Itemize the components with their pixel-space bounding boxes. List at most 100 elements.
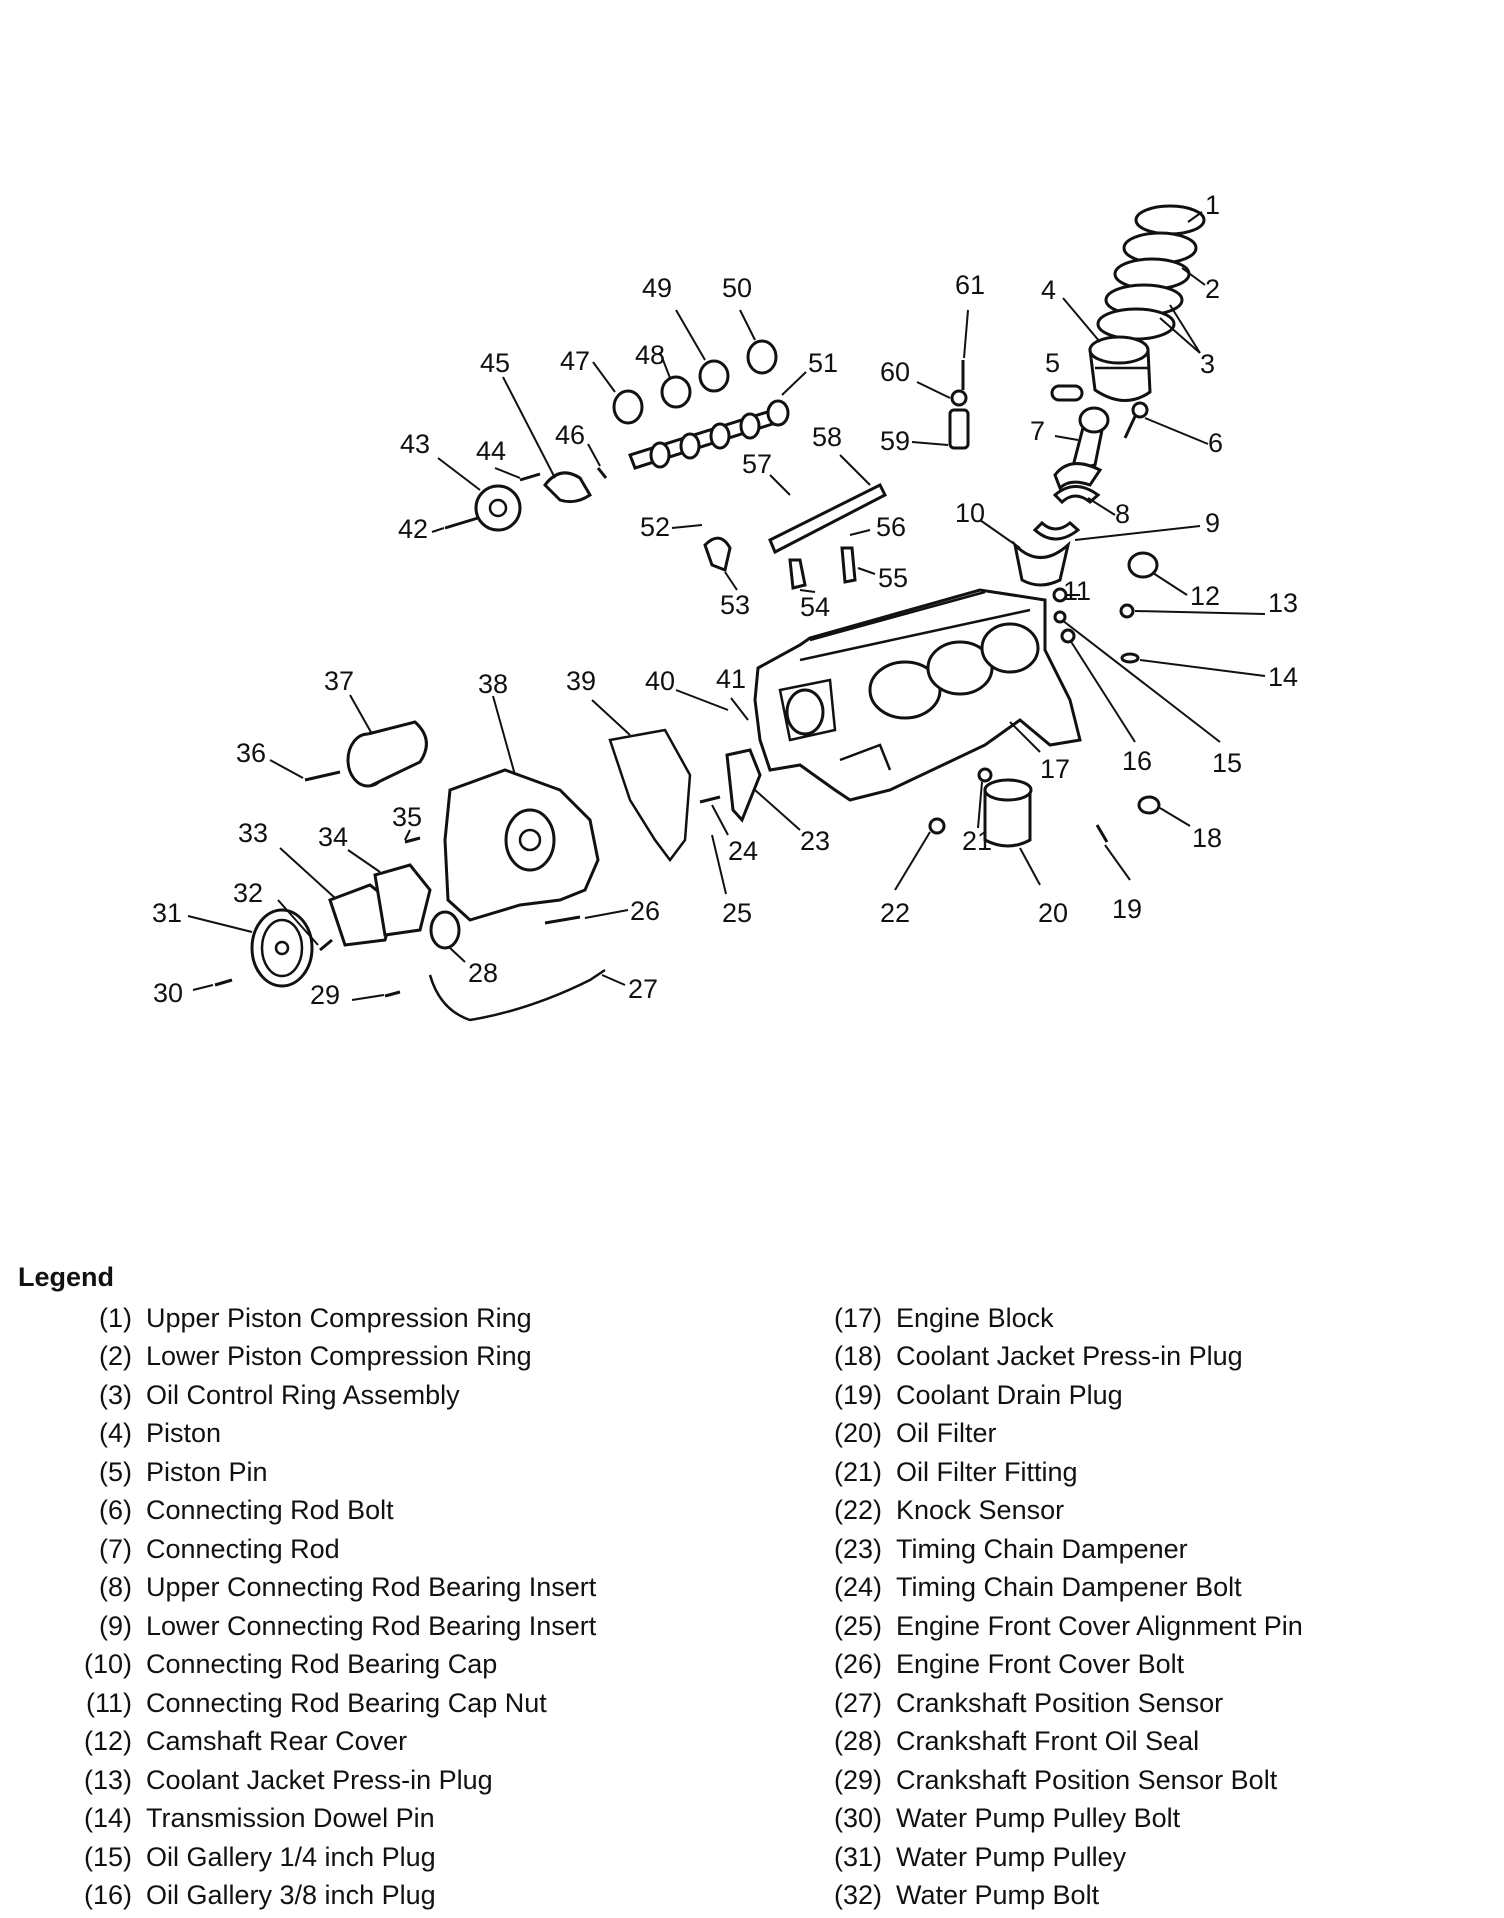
lower-bearing-insert [1032,520,1081,541]
cam-bearing-50 [746,339,778,375]
callout-13: 13 [1268,588,1298,618]
callout-18: 18 [1192,823,1222,853]
crank-sensor-bolt [384,990,401,998]
callout-39: 39 [566,666,596,696]
callout-40: 40 [645,666,675,696]
callout-36: 36 [236,738,266,768]
thrust-plate-bolt [519,472,541,482]
callout-47: 47 [560,346,590,376]
cover-bolt-26 [544,915,581,925]
upper-bearing-insert [1052,485,1101,505]
callout-6: 6 [1208,428,1223,458]
piston-rings [1096,204,1206,341]
legend-item: (15)Oil Gallery 1/4 inch Plug [83,1841,436,1872]
cam-bearing-49 [698,359,730,393]
callout-37: 37 [324,666,354,696]
thrust-plate [543,471,593,504]
legend-item: (20)Oil Filter [833,1418,997,1449]
legend-item: (5)Piston Pin [99,1456,268,1487]
legend-item: (32)Water Pump Bolt [833,1880,1100,1911]
callout-38: 38 [478,669,508,699]
legend-item: (6)Connecting Rod Bolt [99,1495,394,1526]
callout-4: 4 [1041,275,1056,305]
callout-34: 34 [318,822,348,852]
callout-2: 2 [1205,274,1220,304]
callout-12: 12 [1190,581,1220,611]
coolant-drain-plug [1095,824,1109,843]
coolant-plug-13 [1119,603,1135,619]
legend-item: (21)Oil Filter Fitting [833,1456,1078,1487]
callout-19: 19 [1112,894,1142,924]
callout-56: 56 [876,512,906,542]
legend-item: (18)Coolant Jacket Press-in Plug [833,1341,1243,1372]
camshaft [628,399,790,470]
legend-item: (13)Coolant Jacket Press-in Plug [83,1764,493,1795]
callout-5: 5 [1045,348,1060,378]
legend-title: Legend [18,1262,115,1292]
callout-30: 30 [153,978,183,1008]
callout-61: 61 [955,270,985,300]
legend-item: (24)Timing Chain Dampener Bolt [833,1572,1242,1603]
valve-59 [948,408,970,450]
legend-item: (1)Upper Piston Compression Ring [99,1302,532,1333]
washer-60 [950,389,968,407]
legend-item: (28)Crankshaft Front Oil Seal [833,1726,1200,1757]
legend-item: (23)Timing Chain Dampener [833,1533,1188,1564]
callout-44: 44 [476,436,506,466]
callout-22: 22 [880,898,910,928]
callout-17: 17 [1040,754,1070,784]
exploded-engine-diagram: 1 2 3 4 5 6 7 8 9 10 11 12 13 14 15 16 1… [152,190,1298,1022]
callout-27: 27 [628,974,658,1004]
front-cover-gasket [608,728,692,863]
callout-48: 48 [635,340,665,370]
callout-10: 10 [955,498,985,528]
callout-35: 35 [392,802,422,832]
legend-item: (14)Transmission Dowel Pin [83,1803,435,1834]
oil-passage-rail [768,482,888,555]
callout-23: 23 [800,826,830,856]
legend-column-right: (17)Engine Block (18)Coolant Jacket Pres… [818,1299,1303,1915]
timing-chain-dampener [725,748,762,823]
callout-59: 59 [880,426,910,456]
tensioner-bolt [304,770,341,782]
bearing-cap [1012,540,1071,587]
legend-item: (4)Piston [99,1418,222,1449]
legend-item: (2)Lower Piston Compression Ring [99,1341,532,1372]
callout-41: 41 [716,664,746,694]
connecting-rod [1053,406,1110,491]
cover-bolt-35 [404,836,421,844]
pulley-bolt [214,978,233,987]
callout-45: 45 [480,348,510,378]
water-pump-bolt [319,938,333,952]
callout-51: 51 [808,348,838,378]
cam-key [596,467,608,479]
legend-item: (3)Oil Control Ring Assembly [99,1379,460,1410]
callout-31: 31 [152,898,182,928]
callout-labels: 1 2 3 4 5 6 7 8 9 10 11 12 13 14 15 16 1… [152,190,1298,1010]
callout-55: 55 [878,563,908,593]
callout-50: 50 [722,273,752,303]
callout-32: 32 [233,878,263,908]
legend-item: (19)Coolant Drain Plug [833,1379,1123,1410]
crankshaft-position-sensor [428,968,606,1022]
callout-7: 7 [1030,416,1045,446]
callout-52: 52 [640,512,670,542]
legend-item: (29)Crankshaft Position Sensor Bolt [833,1764,1278,1795]
cam-sprocket-bolt [444,516,479,530]
callout-15: 15 [1212,748,1242,778]
callout-28: 28 [468,958,498,988]
rod-bolt [1123,401,1149,439]
legend-item: (10)Connecting Rod Bearing Cap [83,1649,498,1680]
legend-item: (27)Crankshaft Position Sensor [833,1687,1224,1718]
callout-49: 49 [642,273,672,303]
legend-item: (22)Knock Sensor [833,1495,1065,1526]
legend-item: (7)Connecting Rod [99,1533,340,1564]
cap-nut [1052,587,1068,603]
legend-item: (17)Engine Block [833,1302,1054,1333]
callout-21: 21 [962,826,992,856]
callout-24: 24 [728,836,758,866]
callout-3: 3 [1200,349,1215,379]
engine-block [753,588,1082,802]
callout-60: 60 [880,357,910,387]
callout-1: 1 [1205,190,1220,220]
